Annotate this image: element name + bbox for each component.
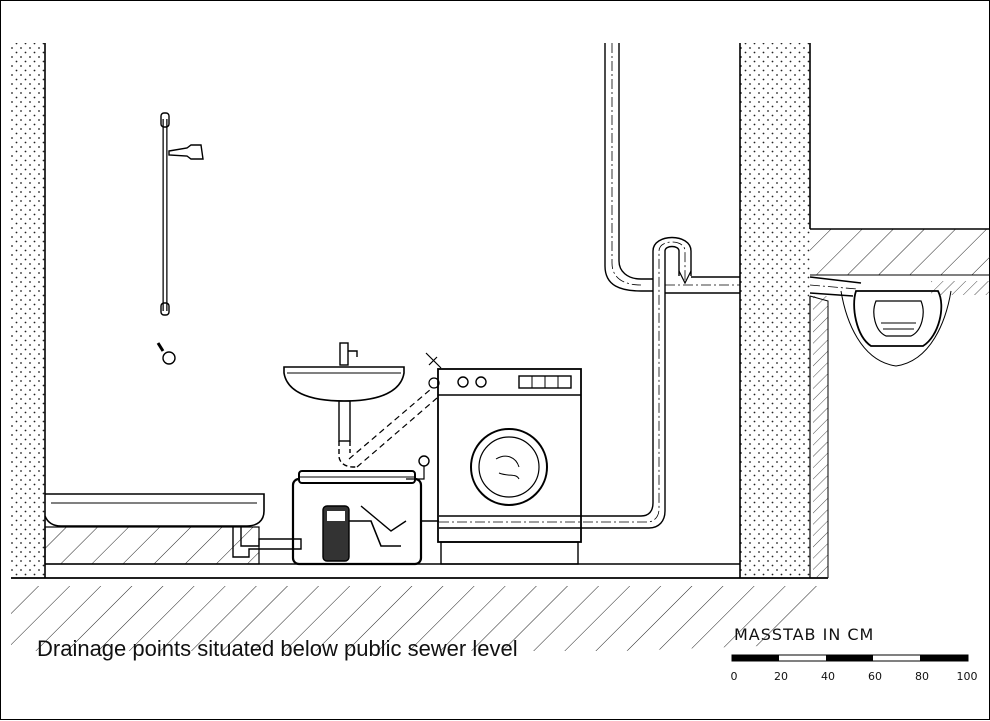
caption: Drainage points situated below public se… [37, 636, 518, 661]
scale-tick-label: 100 [956, 670, 978, 683]
scale-tick-label: 20 [774, 670, 788, 683]
shower [156, 112, 204, 365]
right-wall [739, 43, 811, 578]
sewer-pit [853, 290, 943, 347]
scale-tick-label: 80 [915, 670, 929, 683]
washbasin [283, 342, 442, 468]
scale-title: MASSTAB IN CM [734, 625, 875, 644]
scale-tick-label: 0 [730, 670, 738, 683]
washing-machine [437, 368, 582, 565]
scale-tick-label: 60 [868, 670, 882, 683]
lifting-station [291, 455, 439, 566]
left-wall [11, 43, 46, 578]
bathtub [44, 493, 302, 565]
scale-tick-label: 40 [821, 670, 835, 683]
discharge-pipe [439, 43, 862, 529]
scale-bar [731, 654, 969, 662]
outside-ground [809, 228, 990, 578]
